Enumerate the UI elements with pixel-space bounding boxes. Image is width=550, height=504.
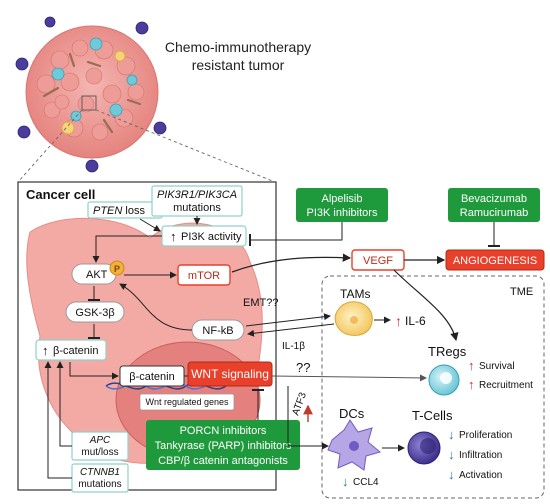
bcatenin-to-nucleus-arrow: [69, 362, 119, 380]
akt-label: AKT: [86, 269, 108, 281]
tregs-label: TRegs: [428, 344, 467, 359]
survival-up-arrow-icon: ↑: [468, 358, 475, 373]
zoom-line-left: [17, 109, 83, 183]
tams-label: TAMs: [340, 287, 370, 301]
mtor-to-vegf-arrow: [231, 253, 352, 273]
vegf-label: VEGF: [363, 255, 393, 267]
nfkb-to-akt-arrow: [119, 283, 193, 331]
tam-to-nfkb-arrow: [247, 323, 335, 337]
dcs-label: DCs: [339, 406, 365, 421]
pten-to-pi3k-arrow: [139, 218, 161, 232]
proliferation-down-arrow-icon: ↓: [448, 427, 455, 442]
ctnnb1-gene-label: CTNNB1: [80, 467, 120, 478]
t-cell-icon: [407, 431, 441, 465]
tumor-illustration: [15, 16, 167, 173]
vegf-drug-line1: Bevacizumab: [461, 193, 527, 205]
atf3-label: ATF3: [290, 391, 309, 417]
nfkb-label: NF-kB: [202, 325, 233, 337]
pi3k-drug-line1: Alpelisib: [322, 193, 363, 205]
gsk-label: GSK-3β: [75, 307, 114, 319]
recruitment-label: Recruitment: [479, 380, 533, 391]
il6-label: IL-6: [405, 314, 426, 328]
recruitment-up-arrow-icon: ↑: [468, 377, 475, 392]
pik3-genes-label: PIK3R1/PIK3CA: [157, 189, 237, 201]
angiogenesis-label: ANGIOGENESIS: [453, 255, 537, 267]
treg-cell-icon: [428, 364, 460, 396]
bcatenin-nuclear-label: β-catenin: [129, 371, 174, 383]
nfkb-to-tam-arrow: [245, 313, 331, 327]
pi3k-up-arrow-icon: ↑: [170, 229, 177, 244]
ccl4-down-arrow-icon: ↓: [342, 474, 349, 489]
wnt-to-tregs-arrow: [271, 374, 427, 382]
pi3k-drug-line2: PI3K inhibitors: [307, 207, 378, 219]
wnt-drug-line2: Tankyrase (PARP) inhibitors: [155, 440, 292, 452]
phospho-badge-label: P: [114, 264, 120, 274]
vegf-to-tregs-arrow: [393, 269, 459, 342]
survival-label: Survival: [479, 361, 515, 372]
apc-to-bcatenin-arrow: [56, 361, 72, 447]
wnt-genes-box: [139, 393, 235, 411]
dendritic-cell-icon: [327, 419, 382, 471]
tme-frame: [321, 275, 545, 499]
activation-down-arrow-icon: ↓: [448, 467, 455, 482]
phospho-badge-icon: [109, 260, 125, 276]
figure-title-line1: Chemo-immunotherapy: [165, 39, 311, 55]
ctnnb1-suffix-label: mutations: [78, 479, 121, 490]
infiltration-down-arrow-icon: ↓: [448, 447, 455, 462]
vegf-inhibitor-drug-box: [448, 188, 540, 222]
wnt-signaling-label: WNT signaling: [191, 367, 269, 381]
apc-gene-label: APC: [89, 435, 111, 446]
activation-label: Activation: [459, 470, 502, 481]
pi3k-activity-label: PI3K activity: [181, 231, 242, 243]
il6-up-arrow-icon: ↑: [395, 313, 402, 329]
proliferation-label: Proliferation: [459, 430, 512, 441]
mtor-node: [177, 264, 231, 286]
ctnnb1-to-bcatenin-arrow: [44, 361, 72, 479]
pik3-mutations-label: mutations: [173, 202, 221, 214]
wnt-inhibitor-drug-box: [146, 420, 300, 470]
gsk-node: [65, 301, 125, 323]
il1b-label: IL-1β: [282, 341, 305, 352]
tme-label: TME: [510, 286, 533, 298]
zoom-line-right: [95, 109, 276, 183]
ccl4-label: CCL4: [353, 477, 379, 488]
pi3k-inhibitor-block: [249, 222, 343, 246]
wnt-genes-label: Wnt regulated genes: [145, 397, 229, 407]
infiltration-label: Infiltration: [459, 450, 502, 461]
tcells-label: T-Cells: [412, 408, 453, 423]
pi3k-inhibitor-drug-box: [296, 188, 388, 222]
wnt-signaling-box: [187, 361, 273, 387]
figure-title-line2: resistant tumor: [192, 57, 285, 73]
tam-cell-icon: [334, 301, 373, 336]
pten-loss-label: PTEN loss: [93, 205, 145, 217]
wnt-drug-line3: CBP/β catenin antagonists: [158, 455, 288, 467]
wnt-drug-line1: PORCN inhibitors: [180, 425, 267, 437]
apc-suffix-label: mut/loss: [81, 447, 118, 458]
angiogenesis-node: [445, 249, 545, 271]
mtor-label: mTOR: [188, 270, 220, 282]
emt-label: EMT??: [243, 297, 278, 309]
bcatenin-up-arrow-icon: ↑: [42, 343, 49, 358]
wnt-to-dcs-arrow: [287, 386, 329, 450]
pi3k-to-akt-arrow: [92, 235, 162, 263]
wnt-tregs-unknown-label: ??: [296, 360, 310, 375]
vegf-drug-line2: Ramucirumab: [460, 207, 528, 219]
bcatenin-up-box: [35, 339, 107, 361]
cancer-cell-label: Cancer cell: [26, 187, 95, 202]
bcatenin-up-label: β-catenin: [53, 345, 98, 357]
